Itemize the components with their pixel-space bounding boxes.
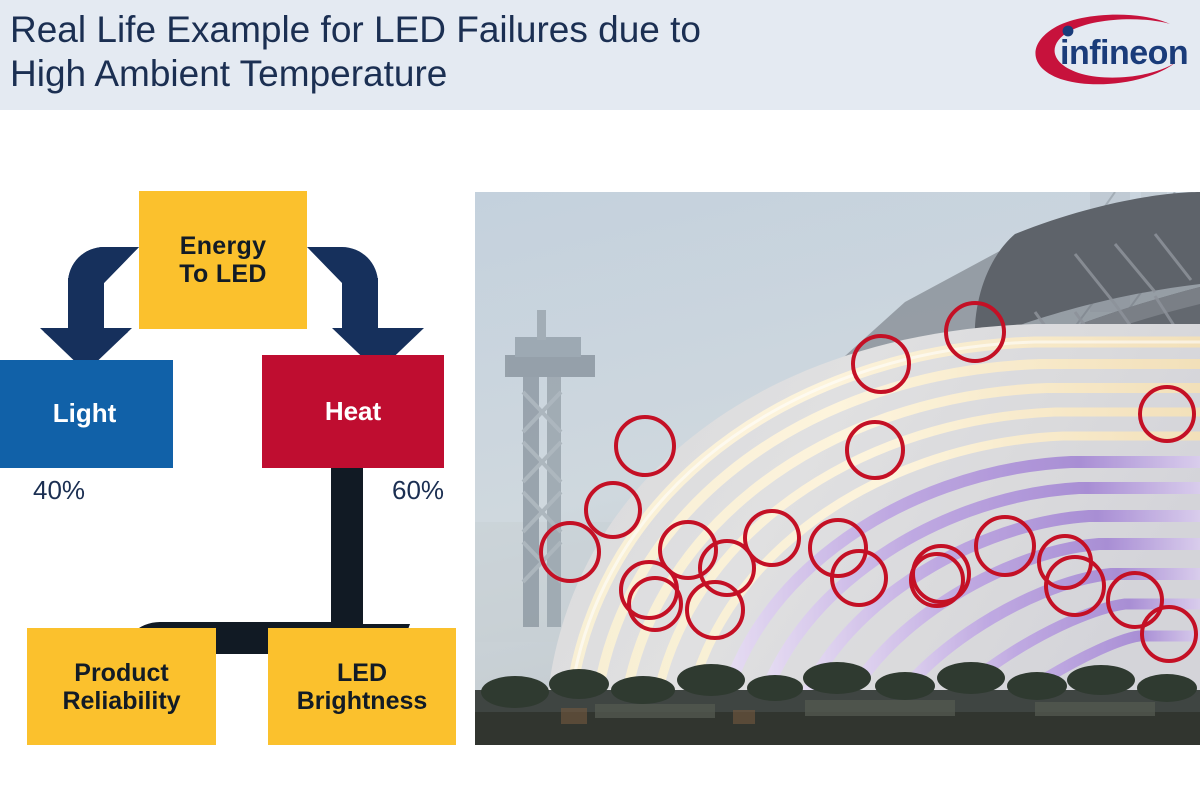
failure-marker [974, 515, 1036, 577]
node-energy-to-led[interactable]: Energy To LED [139, 191, 307, 329]
arrow-energy-to-light [40, 247, 139, 372]
page-title: Real Life Example for LED Failures due t… [10, 9, 702, 94]
node-heat-label: Heat [324, 395, 382, 426]
node-light[interactable]: Light [0, 360, 173, 468]
node-led-brightness-label: LED Brightness [296, 658, 428, 715]
photo-illustration [475, 192, 1200, 745]
logo-swoosh-icon [1035, 14, 1176, 85]
failure-marker [614, 415, 676, 477]
logo-dot-icon [1062, 25, 1074, 37]
failure-marker [1044, 555, 1106, 617]
background-tower [505, 310, 595, 627]
failure-marker [1140, 605, 1198, 663]
node-led-brightness[interactable]: LED Brightness [268, 628, 456, 745]
failure-marker [808, 518, 868, 578]
failure-marker [1106, 571, 1164, 629]
led-failure-photo [475, 192, 1200, 745]
failure-marker [685, 580, 745, 640]
node-light-label: Light [52, 398, 117, 429]
failure-marker [627, 576, 683, 632]
slide-header: Real Life Example for LED Failures due t… [0, 0, 1200, 110]
failure-marker [1138, 385, 1196, 443]
failure-marker [1037, 534, 1093, 590]
failure-marker-circles [539, 301, 1198, 663]
failure-marker [851, 334, 911, 394]
failure-marker [658, 520, 718, 580]
node-energy-to-led-label: Energy To LED [179, 232, 267, 288]
node-heat[interactable]: Heat [262, 355, 444, 468]
failure-marker [944, 301, 1006, 363]
arrow-energy-to-heat [307, 247, 424, 372]
failure-marker [539, 521, 601, 583]
heat-share-label: 60% [392, 475, 445, 505]
infineon-logo: infineon [1020, 12, 1189, 90]
energy-flow-diagram: Energy To LED Light Heat Product Reliabi… [0, 110, 470, 801]
failure-marker [584, 481, 642, 539]
node-product-reliability[interactable]: Product Reliability [27, 628, 216, 745]
logo-wordmark: infineon [1060, 34, 1188, 72]
node-product-reliability-label: Product Reliability [62, 658, 181, 715]
illuminated-dome [545, 324, 1200, 745]
foreground-trees [475, 662, 1200, 745]
failure-marker [909, 552, 965, 608]
failure-marker [845, 420, 905, 480]
failure-marker [743, 509, 801, 567]
failure-marker [698, 539, 756, 597]
light-share-label: 40% [33, 475, 86, 505]
failure-marker [830, 549, 888, 607]
